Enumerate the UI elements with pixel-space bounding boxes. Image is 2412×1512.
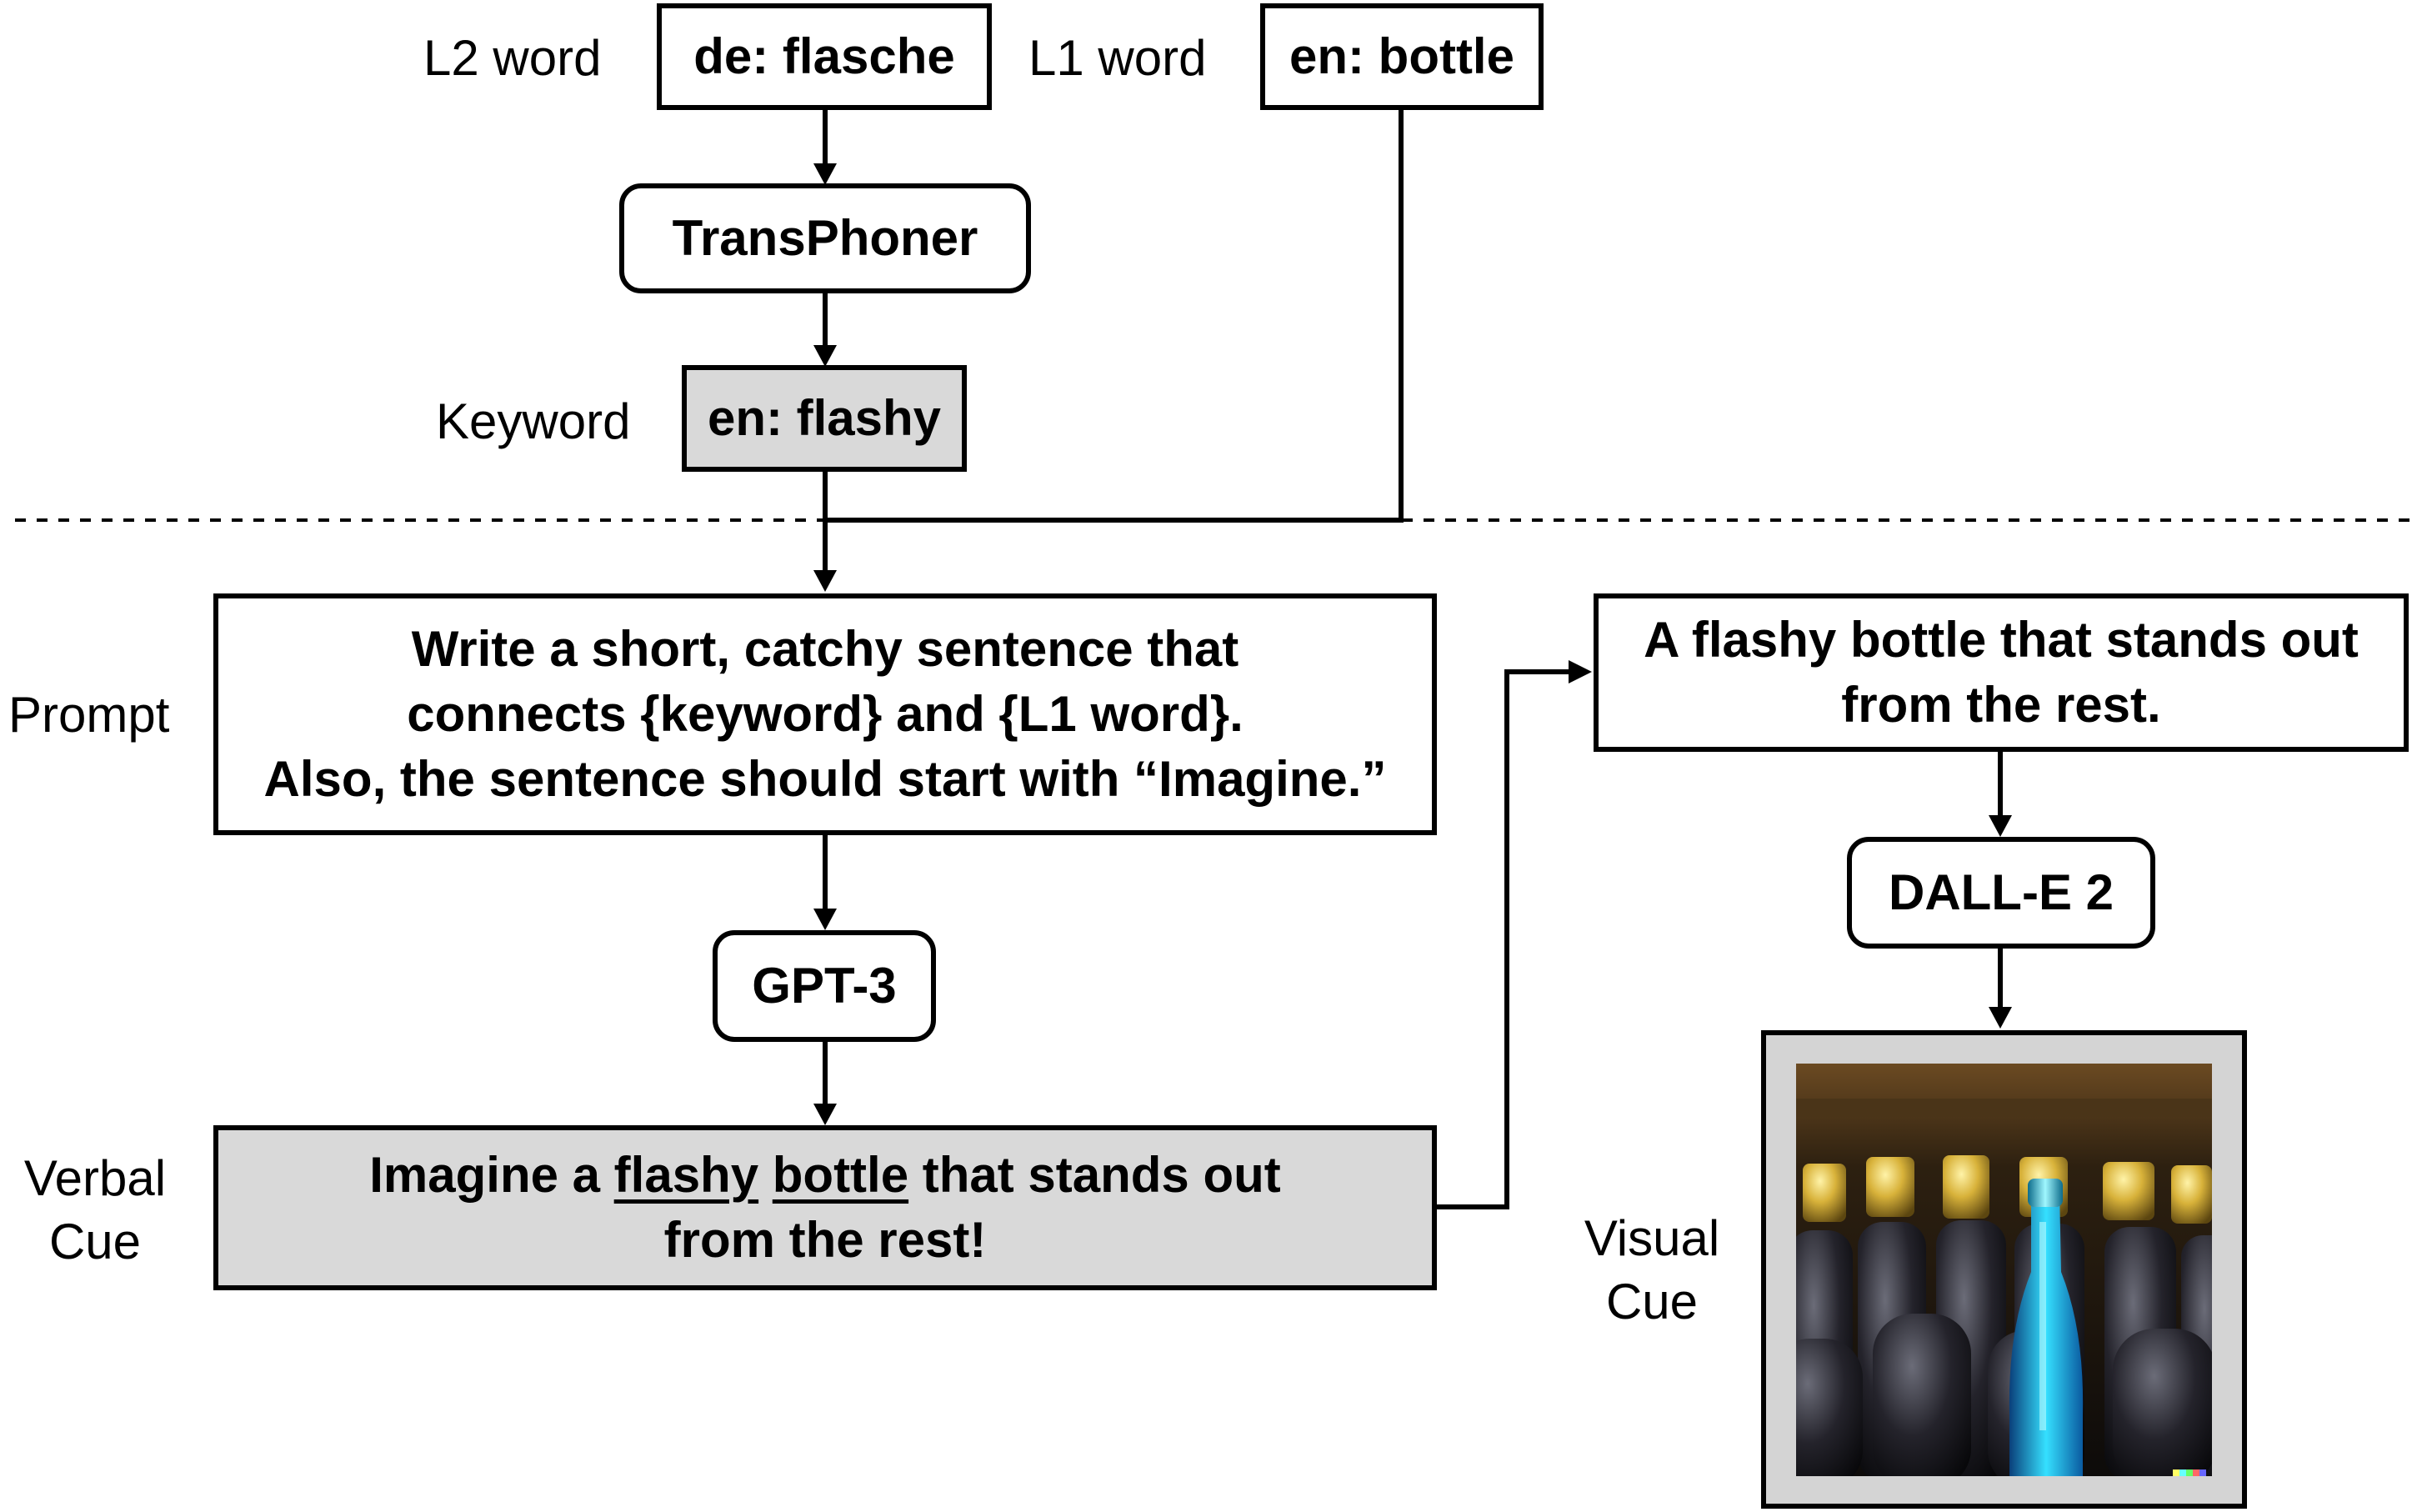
keyword-text: en: flashy <box>707 390 942 446</box>
verbal-cue-box: Imagine a flashy bottle that stands out … <box>213 1125 1437 1290</box>
l2-word-box: de: flasche <box>657 3 992 110</box>
dalle-input-box: A flashy bottle that stands out from the… <box>1594 593 2409 752</box>
verbal-cue-suffix: that stands out <box>908 1147 1281 1203</box>
label-verbal-cue-line: Cue <box>48 1214 142 1269</box>
image-shelf <box>1796 1099 2212 1117</box>
label-l1-word: L1 word <box>1028 30 1207 86</box>
l1-word-box: en: bottle <box>1260 3 1544 110</box>
arrowhead <box>1989 815 2012 837</box>
prompt-line: Write a short, catchy sentence that <box>411 621 1239 677</box>
arrowhead <box>813 163 837 185</box>
highlight-l1-word: bottle <box>772 1147 909 1203</box>
gpt3-text: GPT-3 <box>752 958 897 1014</box>
label-visual-cue-line: Cue <box>1605 1274 1699 1329</box>
dalle-input-line: A flashy bottle that stands out <box>1644 612 2359 668</box>
arrowhead <box>813 909 837 930</box>
l1-word-text: en: bottle <box>1289 28 1514 84</box>
label-verbal-cue: Verbal Cue <box>12 1147 178 1274</box>
prompt-line: connects {keyword} and {L1 word}. <box>407 686 1244 742</box>
verbal-cue-prefix: Imagine a <box>369 1147 614 1203</box>
image-watermark <box>2173 1469 2206 1476</box>
blue-bottle <box>2009 1179 2084 1476</box>
arrowhead <box>813 570 837 592</box>
arrowhead <box>813 345 837 367</box>
arrowhead <box>813 1104 837 1125</box>
l2-word-text: de: flasche <box>693 28 955 84</box>
keyword-box: en: flashy <box>682 365 967 472</box>
generated-bottle-image <box>1796 1064 2212 1476</box>
arrowhead <box>1569 660 1592 683</box>
verbal-cue-line-2: from the rest! <box>663 1212 987 1268</box>
dalle-box: DALL-E 2 <box>1847 837 2155 949</box>
label-l2-word: L2 word <box>423 30 602 86</box>
arrowhead <box>1989 1007 2012 1029</box>
label-keyword: Keyword <box>436 393 631 449</box>
dalle-text: DALL-E 2 <box>1889 864 2114 920</box>
transphoner-box: TransPhoner <box>619 183 1031 293</box>
dalle-input-line: from the rest. <box>1841 677 2161 733</box>
verbal-cue-line-1: Imagine a flashy bottle that stands out <box>369 1143 1281 1208</box>
prompt-box: Write a short, catchy sentence that conn… <box>213 593 1437 835</box>
label-verbal-cue-line: Verbal <box>23 1150 167 1206</box>
label-prompt: Prompt <box>8 687 170 743</box>
highlight-keyword: flashy <box>613 1147 759 1203</box>
label-visual-cue: Visual Cue <box>1569 1207 1735 1334</box>
transphoner-text: TransPhoner <box>672 210 978 266</box>
line-verbal-cue-to-dalle-input <box>1435 669 1572 1209</box>
gpt3-box: GPT-3 <box>713 930 936 1042</box>
line-l1-to-prompt <box>825 107 1404 523</box>
label-visual-cue-line: Visual <box>1584 1210 1720 1266</box>
verbal-cue-space <box>758 1147 773 1203</box>
prompt-line: Also, the sentence should start with “Im… <box>263 751 1387 807</box>
